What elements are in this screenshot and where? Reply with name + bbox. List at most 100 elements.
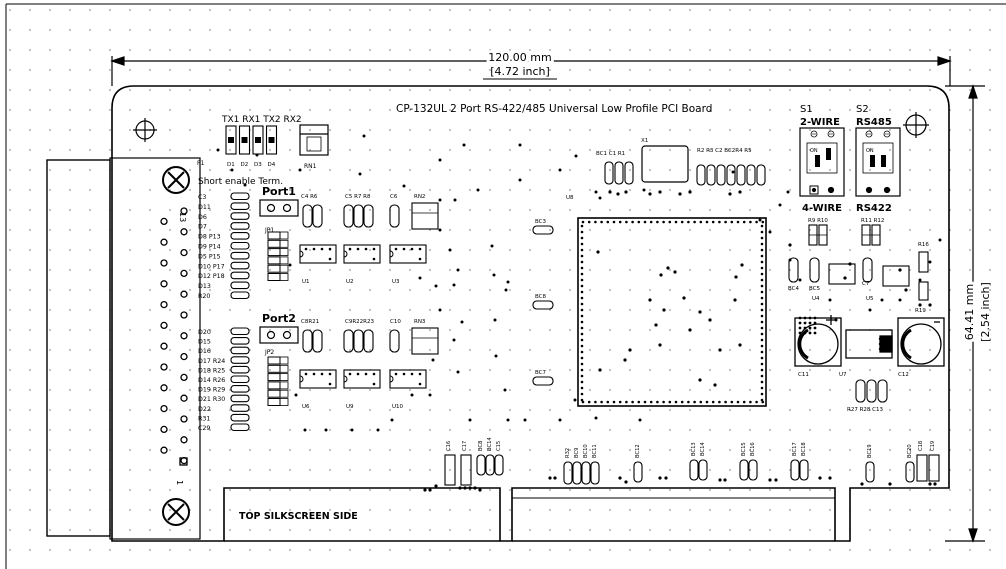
via (294, 393, 298, 397)
bottom-ref: BC10 (583, 444, 589, 458)
via (687, 400, 690, 404)
via (674, 220, 678, 224)
via (786, 190, 790, 194)
connector-pin-1 (179, 457, 188, 466)
height-inch-label: [2.54 inch] (979, 282, 992, 342)
notch (389, 375, 394, 383)
ref-label: C3 (198, 194, 206, 201)
via (668, 220, 672, 224)
via (718, 478, 722, 482)
via (760, 374, 764, 378)
chip-vias (596, 250, 744, 387)
component-body (343, 329, 354, 353)
via (803, 331, 807, 335)
via (736, 220, 740, 224)
via (731, 170, 735, 174)
via (580, 242, 584, 246)
connector-pin (160, 300, 168, 309)
via (506, 418, 510, 422)
height-dimension (945, 84, 985, 543)
component-body (230, 404, 250, 412)
component-body (918, 251, 929, 273)
via (428, 488, 432, 492)
r27-resistors (855, 379, 888, 403)
component-body (905, 461, 915, 483)
via (580, 266, 584, 270)
bottom-ref: C17 (462, 441, 468, 451)
via (813, 321, 817, 325)
via (718, 400, 721, 404)
bottom-ref: BC14 (700, 442, 706, 456)
via (476, 188, 480, 192)
connector-pin (180, 207, 188, 215)
via (666, 266, 670, 270)
via (580, 380, 584, 384)
bottom-ref: BC19 (867, 444, 873, 458)
mounting-hole-icon (133, 118, 157, 142)
ref-label: D18 R25 (198, 367, 225, 374)
via (868, 308, 872, 312)
ref-label: C29 (198, 425, 210, 432)
via (643, 220, 647, 224)
via (418, 257, 422, 261)
via (637, 400, 641, 404)
bottom-ref: C19 (930, 441, 936, 451)
via (431, 358, 435, 362)
via (760, 302, 764, 306)
via (410, 393, 414, 397)
via (580, 326, 584, 330)
via (659, 273, 663, 277)
via (362, 134, 366, 138)
via (580, 368, 584, 372)
notch (389, 250, 394, 258)
via (376, 428, 380, 432)
via (594, 190, 598, 194)
electrolytic-cap-c12 (897, 317, 945, 367)
via (580, 362, 584, 366)
via (324, 428, 328, 432)
connector-pin (180, 415, 188, 423)
component-body (225, 125, 237, 155)
ref-label: R31 (198, 415, 210, 422)
via (760, 272, 764, 276)
connector-pin (180, 436, 188, 444)
component-body (590, 461, 600, 485)
right-components (788, 224, 932, 307)
dip-switch-s2 (855, 127, 901, 197)
s2-ref: S2 (856, 104, 869, 115)
via (760, 308, 764, 312)
component-body (312, 204, 323, 228)
bottom-ref: BC18 (801, 442, 807, 456)
via (606, 220, 610, 224)
via (713, 383, 717, 387)
bottom-ref: BC11 (592, 444, 598, 458)
via (808, 331, 812, 335)
via (504, 288, 508, 292)
c11-label: C11 (798, 372, 809, 378)
component-body (302, 329, 313, 353)
via (580, 338, 584, 342)
s1-top-label: 2-WIRE (800, 117, 840, 128)
via (687, 220, 690, 224)
via (304, 247, 308, 251)
u8-label: U8 (566, 195, 574, 201)
via (760, 392, 764, 396)
via (358, 172, 362, 176)
via (760, 386, 764, 390)
via (506, 280, 510, 284)
via (518, 143, 522, 147)
via (813, 316, 817, 320)
via (688, 328, 692, 332)
bottom-ref: BC8 (478, 441, 484, 451)
via (580, 284, 584, 288)
via (761, 220, 765, 224)
component-body (363, 329, 374, 353)
component-body (736, 164, 746, 186)
via (918, 303, 922, 307)
bc-ref: BC8 (535, 294, 547, 300)
via (478, 488, 482, 492)
regulator-pads (798, 316, 892, 351)
